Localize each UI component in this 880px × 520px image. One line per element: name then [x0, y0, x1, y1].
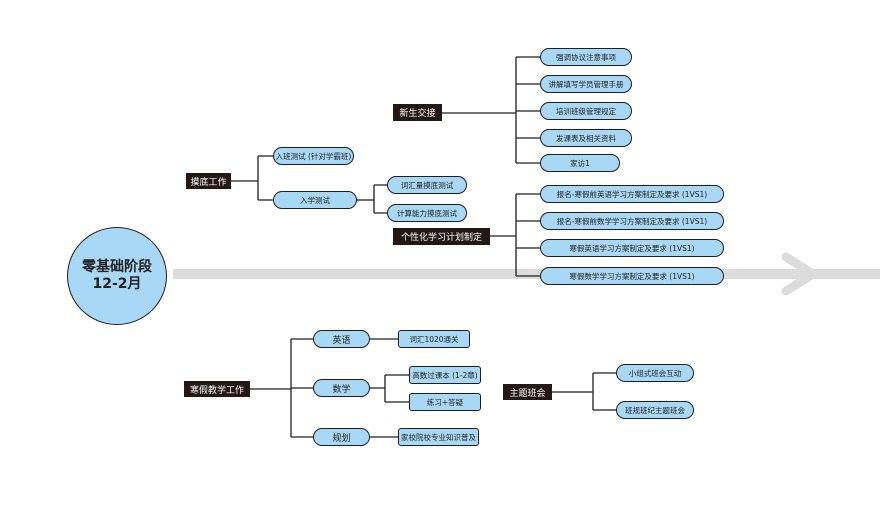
branch-xinsheng-label: 新生交接	[393, 104, 442, 121]
connector-ruxue	[357, 184, 388, 214]
modu-item-ruxueceshi: 入学测试	[273, 191, 357, 209]
center-title: 零基础阶段	[82, 259, 152, 275]
timeline-bar	[173, 269, 880, 279]
branch-zhuti-label: 主题班会	[503, 384, 552, 400]
hanjia-item-yingyu: 英语	[313, 330, 370, 348]
hanjia-item-guihua: 规划	[313, 428, 370, 446]
xinsheng-item-1: 强调协议注意事项	[540, 48, 632, 66]
gexing-item-2: 报名-寒假前数学学习方案制定及要求 (1VS1)	[540, 212, 724, 230]
branch-modu-label: 摸底工作	[186, 173, 231, 189]
ruxue-child-jisuan: 计算能力摸底测试	[387, 204, 467, 222]
modu-item-rubanceshi: 入班测试 (针对学霸班)	[273, 147, 354, 165]
guihua-child-jiaxiao: 家校院校专业知识普及	[398, 428, 479, 446]
connector-shuxue	[370, 374, 410, 403]
xinsheng-item-3: 培训班级管理规定	[540, 102, 632, 120]
center-stage-circle: 零基础阶段 12-2月	[67, 227, 167, 325]
connector-modu	[230, 155, 274, 201]
connector-xinsheng	[442, 56, 541, 164]
xinsheng-item-4: 发课表及相关资料	[540, 129, 632, 147]
gexing-item-4: 寒假数学学习方案制定及要求 (1VS1)	[540, 267, 724, 285]
hanjia-item-shuxue: 数学	[313, 379, 370, 397]
connector-hanjia	[250, 338, 314, 438]
connector-zhuti	[552, 372, 617, 411]
zhuti-item-bangui: 班规班纪主题班会	[616, 401, 694, 419]
yingyu-child-cihui: 词汇1020通关	[398, 330, 470, 348]
connector-gexing	[490, 193, 541, 277]
timeline-arrowhead	[781, 252, 818, 296]
ruxue-child-cihui: 词汇量摸底测试	[387, 176, 467, 194]
center-subtitle: 12-2月	[92, 276, 142, 292]
gexing-item-3: 寒假英语学习方案制定及要求 (1VS1)	[540, 239, 724, 257]
branch-gexing-label: 个性化学习计划制定	[393, 228, 490, 245]
branch-hanjia-label: 寒假教学工作	[184, 381, 250, 397]
shuxue-child-gaoshu: 高数过课本 (1-2章)	[409, 366, 481, 384]
shuxue-child-lianxi: 练习+答疑	[409, 393, 481, 411]
xinsheng-item-5: 家访1	[540, 154, 620, 172]
xinsheng-item-2: 讲解填写学员管理手册	[540, 75, 632, 93]
gexing-item-1: 报名-寒假前英语学习方案制定及要求 (1VS1)	[540, 185, 724, 203]
zhuti-item-xiaozu: 小组式班会互动	[616, 364, 694, 382]
